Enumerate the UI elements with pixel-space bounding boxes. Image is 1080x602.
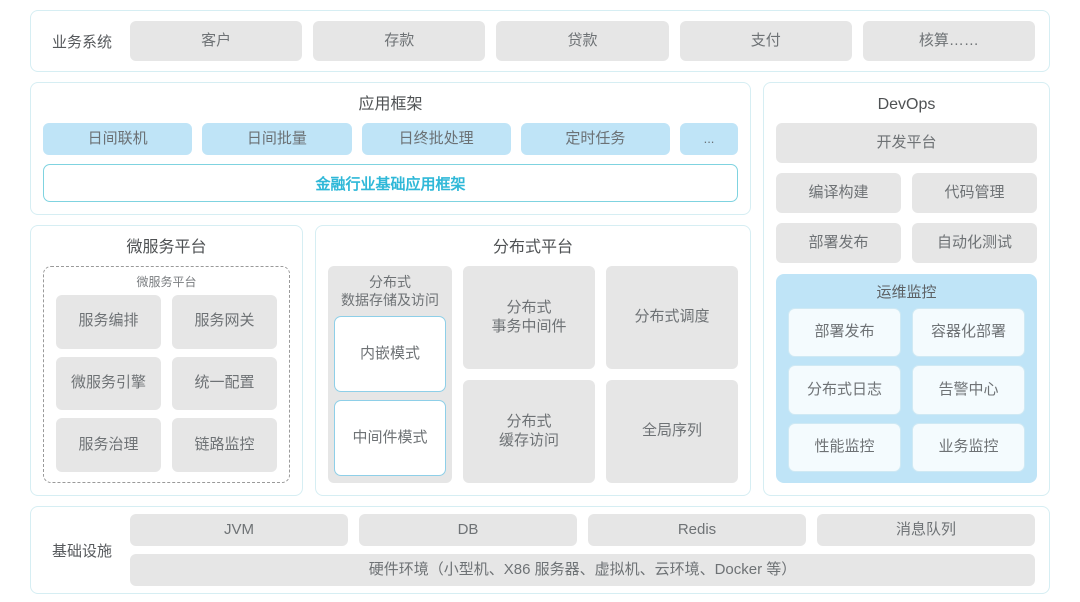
ops-item-deploy-release[interactable]: 部署发布: [788, 308, 901, 358]
financial-base-framework-box[interactable]: 金融行业基础应用框架: [43, 164, 738, 202]
ops-monitoring-title: 运维监控: [876, 284, 937, 301]
ops-item-business-monitoring[interactable]: 业务监控: [912, 422, 1025, 472]
ops-monitoring-grid: 部署发布 容器化部署 分布式日志 告警中心 性能监控 业务监控: [788, 308, 1025, 472]
business-item-customer[interactable]: 客户: [130, 21, 303, 61]
dist-cache-line2: 缓存访问: [498, 431, 559, 449]
devops-item-code-management[interactable]: 代码管理: [912, 173, 1037, 213]
infra-item-message-queue[interactable]: 消息队列: [817, 514, 1035, 546]
distributed-platform-title: 分布式平台: [492, 239, 573, 256]
left-column: 应用框架 日间联机 日间批量 日终批处理 定时任务 ... 金融行业基础应用框架…: [30, 82, 751, 496]
ms-item-service-orchestration[interactable]: 服务编排: [56, 295, 161, 349]
infra-item-jvm[interactable]: JVM: [130, 514, 348, 546]
infrastructure-items: JVM DB Redis 消息队列: [130, 514, 1035, 546]
dist-txn-line1: 分布式: [506, 298, 552, 316]
devops-panel: DevOps 开发平台 编译构建 代码管理 部署发布 自动化测试 运维监控 部署…: [763, 82, 1050, 496]
dist-item-scheduling[interactable]: 分布式调度: [606, 266, 738, 369]
ops-item-distributed-logging[interactable]: 分布式日志: [788, 365, 901, 415]
application-framework-title: 应用框架: [358, 96, 423, 113]
dist-mode-embedded[interactable]: 内嵌模式: [334, 316, 446, 393]
microservice-inner-box: 微服务平台 服务编排 服务网关 微服务引擎 统一配置 服务治理 链路监控: [43, 266, 290, 483]
devops-title: DevOps: [877, 96, 936, 113]
appfw-chip-daytime-batch[interactable]: 日间批量: [202, 123, 352, 155]
business-item-deposit[interactable]: 存款: [313, 21, 486, 61]
business-item-payment[interactable]: 支付: [679, 21, 852, 61]
devops-item-deploy-release[interactable]: 部署发布: [776, 223, 901, 263]
business-systems-label: 业务系统: [51, 33, 112, 51]
dist-mode-middleware[interactable]: 中间件模式: [334, 400, 446, 476]
ms-item-microservice-engine[interactable]: 微服务引擎: [56, 356, 161, 411]
ops-item-performance-monitoring[interactable]: 性能监控: [788, 422, 901, 472]
distributed-data-storage-title: 分布式 数据存储及访问: [334, 273, 446, 309]
infrastructure-stack: JVM DB Redis 消息队列 硬件环境（小型机、X86 服务器、虚拟机、云…: [130, 514, 1035, 586]
dist-item-transaction-middleware[interactable]: 分布式 事务中间件: [463, 266, 595, 369]
infrastructure-label: 基础设施: [51, 542, 112, 560]
dist-item-global-sequence[interactable]: 全局序列: [606, 380, 738, 483]
ops-item-alert-center[interactable]: 告警中心: [912, 365, 1025, 415]
business-item-accounting[interactable]: 核算……: [862, 21, 1036, 61]
appfw-chip-scheduled-task[interactable]: 定时任务: [520, 123, 670, 155]
dist-txn-line2: 事务中间件: [491, 317, 567, 335]
distributed-body: 分布式 数据存储及访问 内嵌模式 中间件模式 分布式 事务中间件: [328, 266, 738, 483]
ms-item-trace-monitoring[interactable]: 链路监控: [172, 418, 277, 472]
devops-column: DevOps 开发平台 编译构建 代码管理 部署发布 自动化测试 运维监控 部署…: [763, 82, 1050, 496]
ms-item-unified-config[interactable]: 统一配置: [172, 356, 277, 411]
microservice-platform-panel: 微服务平台 微服务平台 服务编排 服务网关 微服务引擎 统一配置 服务治理 链路…: [30, 225, 303, 496]
infra-item-hardware-environment[interactable]: 硬件环境（小型机、X86 服务器、虚拟机、云环境、Docker 等）: [130, 554, 1035, 586]
distributed-items-grid: 分布式 事务中间件 分布式调度 分布式 缓存访问: [463, 266, 738, 483]
dist-item-cache-access[interactable]: 分布式 缓存访问: [463, 380, 595, 483]
appfw-chip-daytime-online[interactable]: 日间联机: [43, 123, 193, 155]
business-systems-panel: 业务系统 客户 存款 贷款 支付 核算……: [30, 10, 1050, 72]
devops-item-dev-platform[interactable]: 开发平台: [776, 123, 1037, 163]
application-framework-panel: 应用框架 日间联机 日间批量 日终批处理 定时任务 ... 金融行业基础应用框架: [30, 82, 751, 215]
ms-item-service-gateway[interactable]: 服务网关: [172, 295, 277, 349]
application-framework-chips: 日间联机 日间批量 日终批处理 定时任务 ...: [43, 123, 738, 155]
ops-item-container-deploy[interactable]: 容器化部署: [912, 308, 1025, 358]
microservice-inner-title: 微服务平台: [136, 275, 197, 289]
dist-storage-title-line1: 分布式: [369, 274, 411, 290]
platform-row: 微服务平台 微服务平台 服务编排 服务网关 微服务引擎 统一配置 服务治理 链路…: [30, 225, 751, 496]
middle-area: 应用框架 日间联机 日间批量 日终批处理 定时任务 ... 金融行业基础应用框架…: [30, 82, 1050, 496]
appfw-chip-more[interactable]: ...: [680, 123, 738, 155]
microservice-platform-title: 微服务平台: [126, 239, 207, 256]
infrastructure-panel: 基础设施 JVM DB Redis 消息队列 硬件环境（小型机、X86 服务器、…: [30, 506, 1050, 594]
devops-item-automated-testing[interactable]: 自动化测试: [912, 223, 1037, 263]
ops-monitoring-group: 运维监控 部署发布 容器化部署 分布式日志 告警中心 性能监控 业务监控: [776, 274, 1037, 483]
infra-item-db[interactable]: DB: [359, 514, 577, 546]
appfw-chip-eod-batch[interactable]: 日终批处理: [361, 123, 511, 155]
devops-item-compile-build[interactable]: 编译构建: [776, 173, 901, 213]
devops-items-grid: 编译构建 代码管理 部署发布 自动化测试: [776, 173, 1037, 263]
microservice-items-grid: 服务编排 服务网关 微服务引擎 统一配置 服务治理 链路监控: [56, 295, 277, 472]
distributed-data-storage-group[interactable]: 分布式 数据存储及访问 内嵌模式 中间件模式: [328, 266, 452, 483]
ms-item-service-governance[interactable]: 服务治理: [56, 418, 161, 472]
distributed-platform-panel: 分布式平台 分布式 数据存储及访问 内嵌模式 中间件模式: [315, 225, 751, 496]
infra-item-redis[interactable]: Redis: [588, 514, 806, 546]
dist-cache-line1: 分布式: [506, 412, 552, 430]
dist-storage-title-line2: 数据存储及访问: [341, 292, 439, 309]
business-item-loan[interactable]: 贷款: [496, 21, 669, 61]
